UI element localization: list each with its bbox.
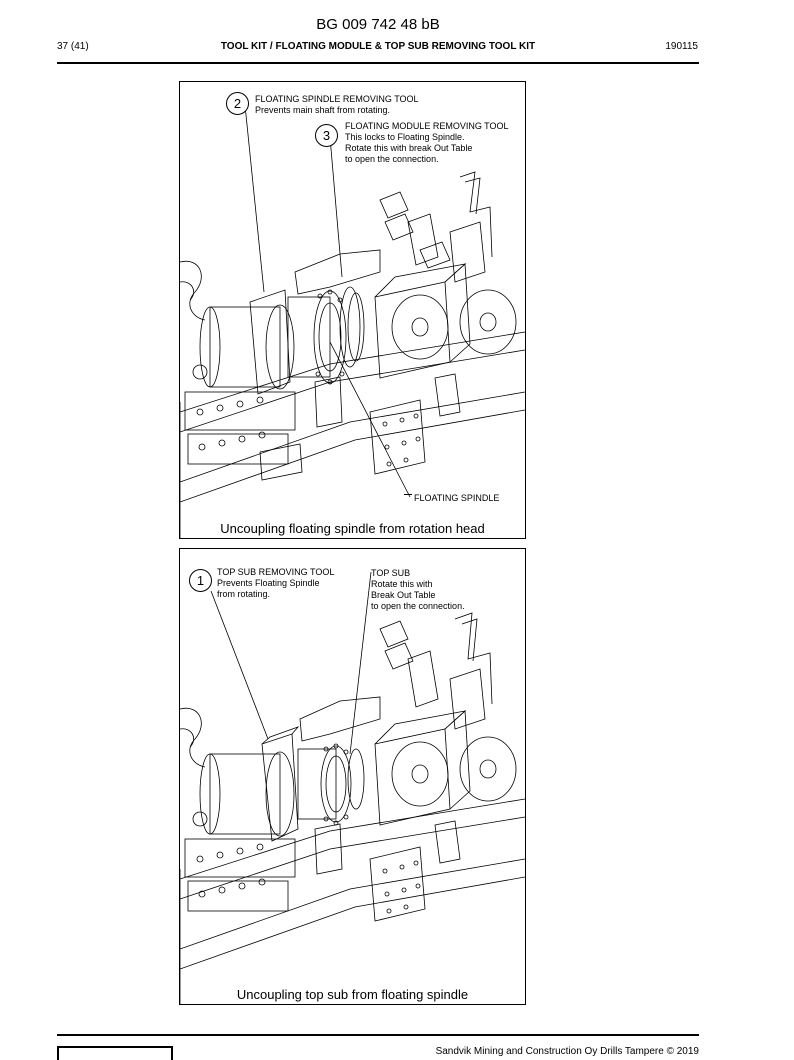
callout-line: Rotate this with [371, 579, 433, 589]
callout-description: Prevents main shaft from rotating. [255, 105, 391, 115]
figure-top-sub: 1 TOP SUB REMOVING TOOL Prevents Floatin… [179, 548, 526, 1005]
callout-line: Rotate this with break Out Table [345, 143, 473, 153]
callout-line: to open the connection. [345, 154, 439, 164]
leader-tick [404, 494, 412, 495]
callout-line: Prevents Floating Spindle [217, 578, 320, 588]
callout-top-sub-removing-tool: TOP SUB REMOVING TOOL Prevents Floating … [217, 567, 334, 600]
callout-title: TOP SUB [371, 568, 411, 578]
callout-line: Break Out Table [371, 590, 436, 600]
callout-number-1: 1 [189, 569, 212, 592]
floating-spindle-illustration [180, 104, 525, 538]
callout-line: to open the connection. [371, 601, 465, 611]
document-date: 190115 [665, 41, 698, 52]
header-rule [57, 62, 699, 64]
copyright-notice: Sandvik Mining and Construction Oy Drill… [435, 1046, 699, 1057]
callout-floating-spindle-removing-tool: FLOATING SPINDLE REMOVING TOOL Prevents … [255, 94, 419, 116]
callout-line: This locks to Floating Spindle. [345, 132, 465, 142]
figure-caption: Uncoupling top sub from floating spindle [236, 987, 469, 1002]
callout-number-3: 3 [315, 124, 338, 147]
callout-line: from rotating. [217, 589, 271, 599]
document-title: TOOL KIT / FLOATING MODULE & TOP SUB REM… [220, 41, 536, 52]
callout-title: FLOATING SPINDLE REMOVING TOOL [255, 94, 419, 104]
company-logo [57, 1046, 173, 1060]
top-sub-illustration [180, 571, 525, 1004]
callout-number-2: 2 [226, 92, 249, 115]
callout-floating-module-removing-tool: FLOATING MODULE REMOVING TOOL This locks… [345, 121, 509, 165]
page-number: 37 (41) [57, 41, 89, 52]
figure-caption: Uncoupling floating spindle from rotatio… [220, 521, 485, 536]
document-id: BG 009 742 48 bB [316, 16, 440, 33]
floating-spindle-label: FLOATING SPINDLE [414, 493, 500, 503]
footer-rule [57, 1034, 699, 1036]
callout-title: FLOATING MODULE REMOVING TOOL [345, 121, 509, 131]
callout-title: TOP SUB REMOVING TOOL [217, 567, 335, 577]
callout-top-sub: TOP SUB Rotate this with Break Out Table… [371, 568, 465, 612]
figure-floating-spindle: 2 FLOATING SPINDLE REMOVING TOOL Prevent… [179, 81, 526, 539]
